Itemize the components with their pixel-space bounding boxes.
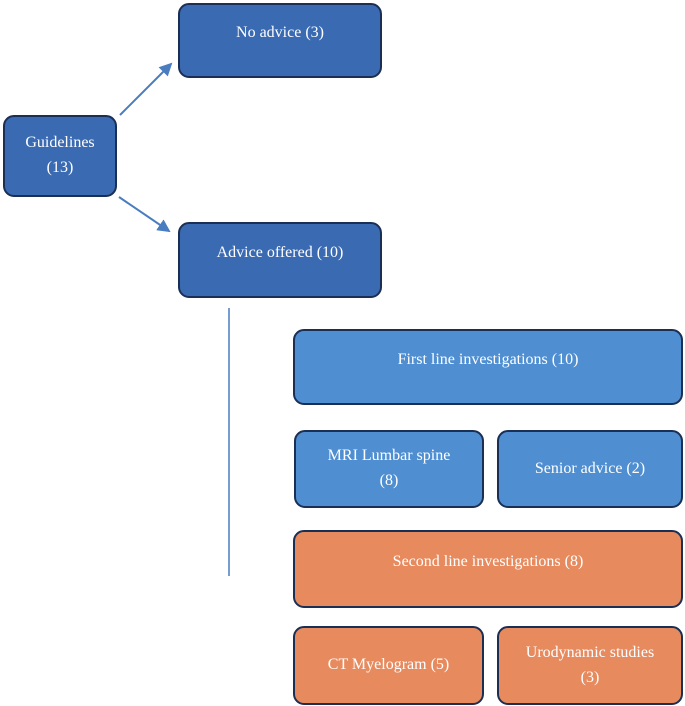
node-urodynamic-studies-count: (3) [580,668,600,686]
node-advice-offered-label: Advice offered (10) [216,243,344,261]
node-ct-myelogram-label: CT Myelogram (5) [327,656,450,674]
arrow-guidelines-to-no-advice [119,62,173,116]
node-guidelines-count: (13) [46,159,74,176]
node-first-line-investigations-label: First line investigations (10) [397,350,579,368]
node-ct-myelogram: CT Myelogram (5) [293,626,484,705]
node-urodynamic-studies: Urodynamic studies (3) [497,626,683,705]
node-guidelines-label: Guidelines [25,134,95,152]
node-mri-lumbar-spine-label: MRI Lumbar spine [327,447,451,465]
node-senior-advice-label: Senior advice (2) [534,459,646,477]
node-mri-lumbar-spine: MRI Lumbar spine (8) [294,430,484,508]
node-first-line-investigations: First line investigations (10) [293,329,683,405]
node-urodynamic-studies-label: Urodynamic studies [525,643,655,661]
node-advice-offered: Advice offered (10) [178,222,382,298]
node-mri-lumbar-spine-count: (8) [379,472,399,489]
node-senior-advice: Senior advice (2) [497,430,683,508]
node-no-advice-label: No advice (3) [236,24,324,42]
node-no-advice: No advice (3) [178,3,382,78]
node-second-line-investigations: Second line investigations (8) [293,530,683,608]
arrow-guidelines-to-advice-offered [118,196,171,233]
node-guidelines: Guidelines (13) [3,115,117,197]
node-second-line-investigations-label: Second line investigations (8) [392,552,584,570]
